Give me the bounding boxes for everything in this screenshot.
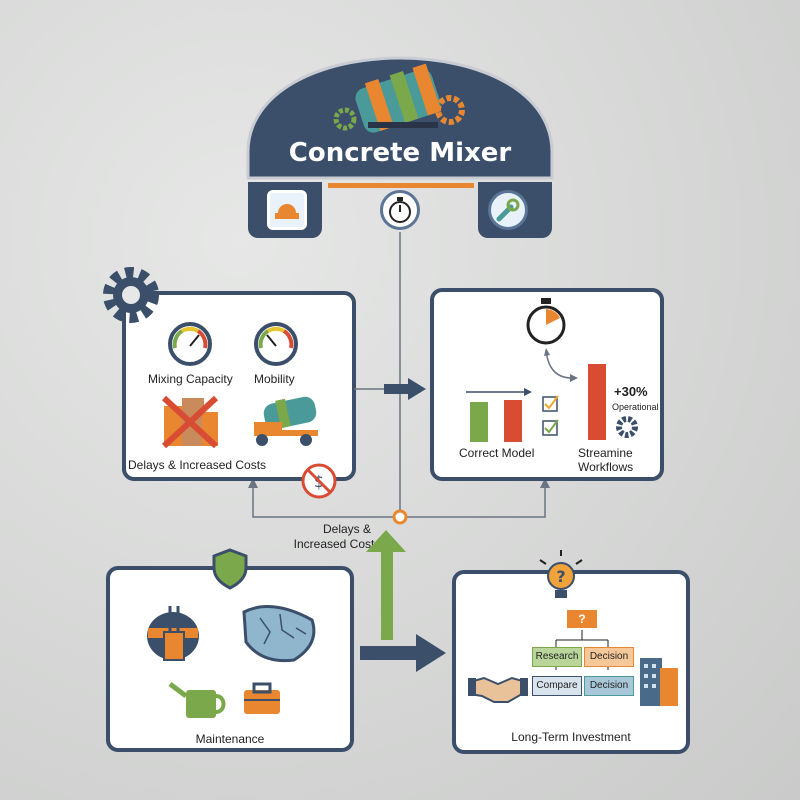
maintenance-panel xyxy=(106,566,354,752)
no-money-icon: $ xyxy=(301,463,337,499)
maintenance-label: Maintenance xyxy=(195,732,265,746)
stat-value: +30% xyxy=(614,384,648,399)
mixer-truck-icon xyxy=(254,396,318,446)
watering-can-icon xyxy=(168,682,226,718)
growth-bar xyxy=(588,364,606,440)
title-underline xyxy=(328,183,474,188)
checklist-icon xyxy=(542,395,559,436)
research-box: Research xyxy=(532,647,582,667)
shield-icon xyxy=(212,548,248,590)
cracked-drum-icon xyxy=(242,605,316,663)
bar-pair-icon xyxy=(466,388,532,442)
right-arrow-icon xyxy=(416,634,446,672)
curved-arrow-icon xyxy=(544,348,578,382)
page-title: Concrete Mixer xyxy=(288,138,512,168)
solution-panel xyxy=(430,288,664,481)
building-icon xyxy=(640,658,678,706)
wrench-icon[interactable] xyxy=(488,190,528,230)
gauge-icon xyxy=(254,322,298,366)
correct-model-label: Correct Model xyxy=(459,446,535,460)
connector-label-1: Delays & xyxy=(322,522,372,536)
mixer-drum-icon xyxy=(355,63,442,133)
problem-panel xyxy=(122,291,356,481)
gauge-icon xyxy=(168,322,212,366)
problem-caption: Delays & Increased Costs xyxy=(128,458,267,472)
decision-box-top: Decision xyxy=(584,647,634,667)
investment-label: Long-Term Investment xyxy=(511,730,631,744)
streamline-label-2: Workflows xyxy=(578,460,634,474)
streamline-label-1: Streamine xyxy=(578,446,633,460)
decision-box-bottom: Decision xyxy=(584,676,634,696)
question-box: ? xyxy=(567,610,597,628)
stopwatch-icon xyxy=(526,298,566,345)
gauge2-label: Mobility xyxy=(254,372,295,386)
gauge1-label: Mixing Capacity xyxy=(148,372,233,386)
right-arrow-icon xyxy=(354,378,426,400)
up-arrow-icon xyxy=(366,530,406,640)
handshake-icon xyxy=(468,676,528,703)
svg-text:?: ? xyxy=(556,567,565,586)
compare-box: Compare xyxy=(532,676,582,696)
building-crossed-icon xyxy=(161,395,219,449)
hardhat-icon[interactable] xyxy=(267,190,307,230)
stopwatch-icon[interactable] xyxy=(380,190,420,230)
gear-icon xyxy=(333,95,465,131)
stat-label: Operational xyxy=(612,402,659,412)
lightbulb-icon: ? xyxy=(539,550,583,598)
header-dome xyxy=(246,56,554,180)
toolbox-icon xyxy=(244,682,280,714)
gear-icon xyxy=(103,267,159,323)
gear-icon xyxy=(616,416,638,438)
connector-label-2: Increased Costs xyxy=(293,537,381,551)
damaged-drum-icon xyxy=(147,606,199,661)
flow-arrows xyxy=(360,530,446,672)
